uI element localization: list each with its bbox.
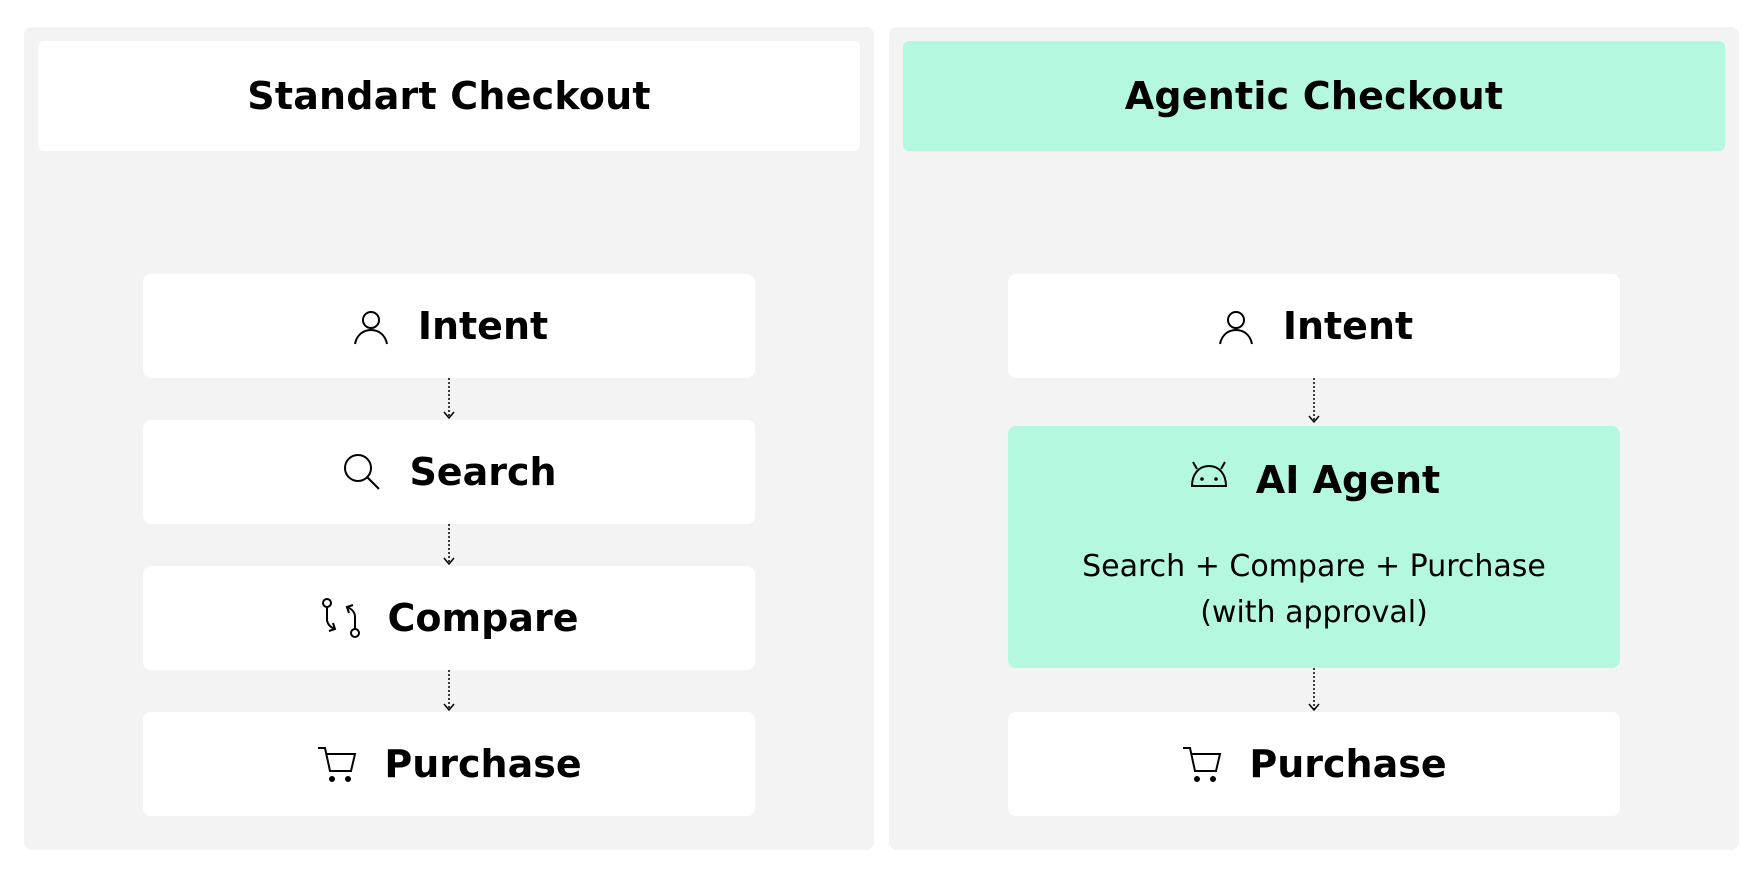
standard-checkout-panel: Standart Checkout Intent Search <box>24 27 874 850</box>
ai-agent-description-line1: Search + Compare + Purchase <box>1082 549 1546 584</box>
standard-step-compare: Compare <box>143 566 755 670</box>
standard-step-search: Search <box>143 420 755 524</box>
ai-agent-box: AI Agent Search + Compare + Purchase (wi… <box>1008 426 1620 668</box>
ai-agent-description: Search + Compare + Purchase (with approv… <box>1008 544 1620 636</box>
search-icon <box>341 451 383 493</box>
connector-arrow <box>1306 378 1322 424</box>
ai-agent-description-line2: (with approval) <box>1200 595 1428 630</box>
agentic-step-purchase: Purchase <box>1008 712 1620 816</box>
standard-step-purchase-label: Purchase <box>384 742 582 786</box>
user-icon <box>350 305 392 347</box>
cart-icon <box>316 743 358 785</box>
standard-step-purchase: Purchase <box>143 712 755 816</box>
standard-checkout-title: Standart Checkout <box>247 74 651 118</box>
standard-step-search-label: Search <box>409 450 557 494</box>
agentic-checkout-title: Agentic Checkout <box>1124 74 1504 118</box>
connector-arrow <box>441 524 457 566</box>
connector-arrow <box>1306 668 1322 712</box>
cart-icon <box>1181 743 1223 785</box>
standard-step-intent-label: Intent <box>417 304 549 348</box>
ai-agent-label: AI Agent <box>1255 457 1441 502</box>
ai-agent-title: AI Agent <box>1008 454 1620 505</box>
robot-icon <box>1188 454 1230 505</box>
connector-arrow <box>441 670 457 712</box>
standard-step-compare-label: Compare <box>387 596 579 640</box>
agentic-step-purchase-label: Purchase <box>1249 742 1447 786</box>
standard-checkout-header: Standart Checkout <box>38 41 860 151</box>
compare-icon <box>320 597 362 639</box>
standard-step-intent: Intent <box>143 274 755 378</box>
connector-arrow <box>441 378 457 420</box>
agentic-checkout-panel: Agentic Checkout Intent <box>889 27 1739 850</box>
agentic-step-intent: Intent <box>1008 274 1620 378</box>
user-icon <box>1215 305 1257 347</box>
agentic-step-intent-label: Intent <box>1282 304 1414 348</box>
agentic-checkout-header: Agentic Checkout <box>903 41 1725 151</box>
